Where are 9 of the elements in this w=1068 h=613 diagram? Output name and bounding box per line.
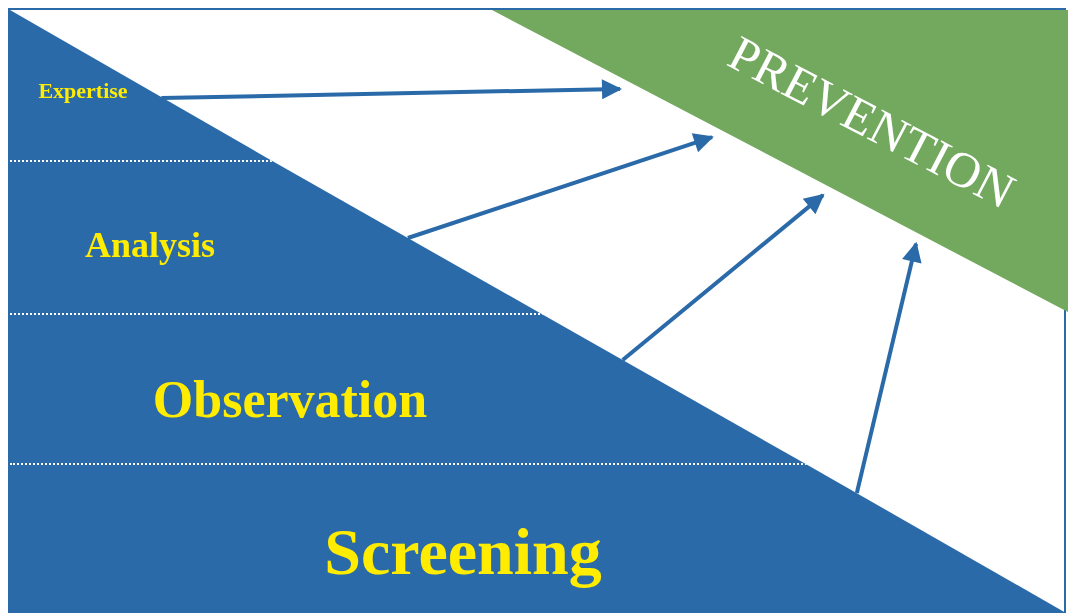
pyramid-band xyxy=(10,463,1066,613)
arrow xyxy=(407,133,714,240)
pyramid-band xyxy=(10,10,271,160)
arrow xyxy=(161,79,622,100)
level-label: Analysis xyxy=(85,227,215,263)
arrow xyxy=(854,241,922,494)
level-label: Expertise xyxy=(38,80,128,102)
level-label: Observation xyxy=(152,374,428,426)
arrow xyxy=(621,193,825,362)
